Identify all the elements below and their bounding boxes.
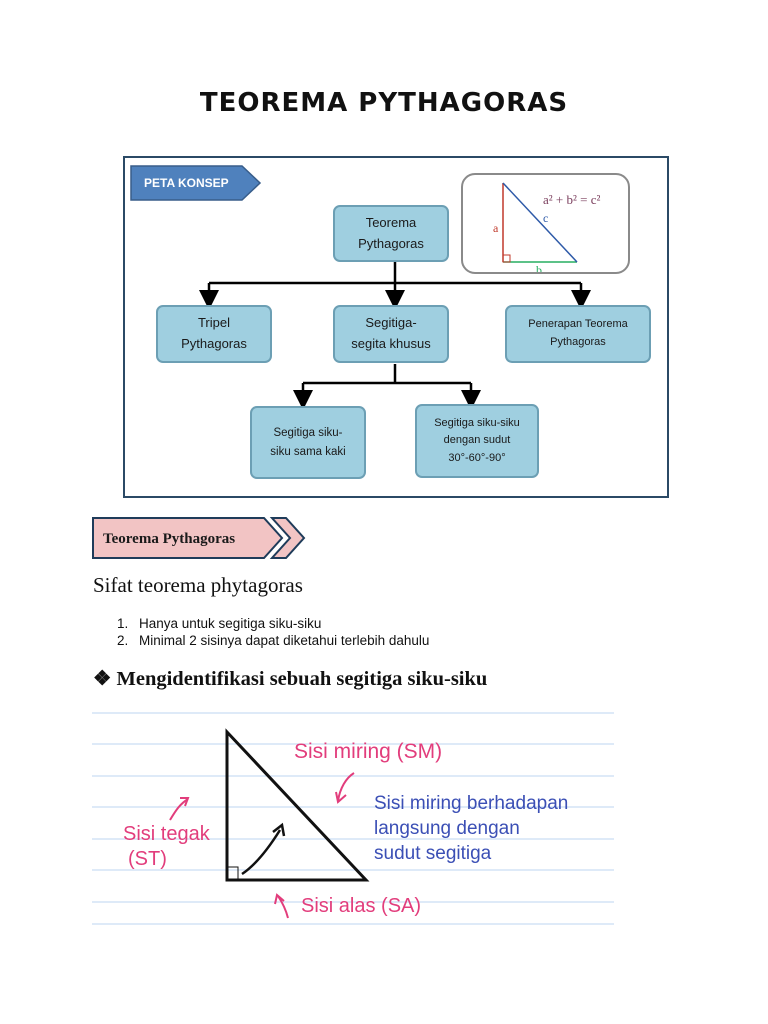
list-number: 1.: [117, 616, 129, 631]
right-triangle: [225, 728, 370, 882]
sisi-tegak-arrow-icon: [169, 798, 189, 821]
right-angle-square: [226, 866, 239, 881]
node-segitiga-khusus: Segitiga-segita khusus: [333, 305, 449, 363]
node-siku-sama-kaki: Segitiga siku-siku sama kaki: [250, 406, 366, 479]
formula-box: a b c a² + b² = c²: [461, 173, 630, 274]
node-sudut-line-3: 30°-60°-90°: [448, 451, 506, 464]
page-title: TEOREMA PYTHAGORAS: [199, 88, 569, 118]
node-segitiga-line-1: Segitiga-: [365, 315, 417, 331]
node-root-line-1: Teorema: [365, 214, 417, 230]
node-sudut-line-1: Segitiga siku-siku: [434, 416, 520, 429]
list-number: 2.: [117, 633, 129, 648]
section-banner: Teorema Pythagoras: [92, 517, 306, 559]
side-c-line: [502, 182, 578, 263]
sifat-heading: Sifat teorema phytagoras: [93, 573, 303, 597]
node-penerapan-line-2: Pythagoras: [550, 336, 606, 348]
explanation-line-1: Sisi miring berhadapan: [374, 793, 568, 814]
section-banner-label: Teorema Pythagoras: [103, 531, 235, 547]
node-tripel-line-1: Tripel: [197, 315, 230, 331]
right-angle-marker: [502, 254, 511, 263]
concept-connectors: [199, 262, 591, 410]
node-sudut-30-60-90: Segitiga siku-siku dengan sudut 30°-60°-90…: [415, 404, 539, 478]
sisi-alas-label: Sisi alas (SA): [301, 895, 421, 917]
sisi-miring-label: Sisi miring (SM): [294, 740, 442, 763]
sisi-miring-arrow-icon: [337, 772, 355, 802]
identify-heading-text: Mengidentifikasi sebuah segitiga siku-si…: [116, 668, 488, 690]
sisi-tegak-abbrev: (ST): [128, 848, 167, 870]
node-root-line-2: Pythagoras: [358, 235, 424, 251]
node-sama-kaki-line-1: Segitiga siku-: [273, 427, 343, 440]
formula-triangle-diagram: a b c a² + b² = c²: [493, 182, 600, 272]
diamond-bullet-icon: ❖: [93, 668, 112, 690]
explanation-line-3: sudut segitiga: [374, 843, 492, 864]
side-c-label: c: [543, 211, 548, 225]
formula-text: a² + b² = c²: [543, 192, 600, 207]
triangle-notebook-diagram: Sisi miring (SM) Sisi miring berhadapan …: [92, 712, 614, 925]
node-tripel-line-2: Pythagoras: [181, 336, 247, 351]
node-segitiga-line-2: segita khusus: [351, 336, 431, 351]
sisi-tegak-label: Sisi tegak: [123, 823, 211, 845]
concept-map-frame: PETA KONSEP a b c a² + b² = c²: [123, 156, 669, 498]
explanation-line-2: langsung dengan: [374, 818, 520, 839]
node-sudut-line-2: dengan sudut: [443, 434, 511, 447]
section-banner-chevron: [269, 517, 306, 559]
section-banner-shape: [92, 517, 284, 559]
list-text: Hanya untuk segitiga siku-siku: [139, 616, 322, 631]
list-item: 1. Hanya untuk segitiga siku-siku: [117, 616, 321, 631]
angle-arrow-icon: [241, 829, 282, 876]
node-penerapan-line-1: Penerapan Teorema: [528, 318, 628, 331]
list-item: 2. Minimal 2 sisinya dapat diketahui terl…: [117, 633, 429, 648]
list-text: Minimal 2 sisinya dapat diketahui terleb…: [139, 633, 430, 648]
identify-heading: ❖ Mengidentifikasi sebuah segitiga siku-…: [93, 666, 487, 691]
node-sama-kaki-line-2: siku sama kaki: [270, 445, 346, 458]
side-b-label: b: [536, 263, 542, 272]
peta-konsep-label: PETA KONSEP: [144, 176, 229, 190]
side-a-label: a: [493, 221, 499, 235]
peta-konsep-banner: PETA KONSEP: [130, 165, 262, 201]
